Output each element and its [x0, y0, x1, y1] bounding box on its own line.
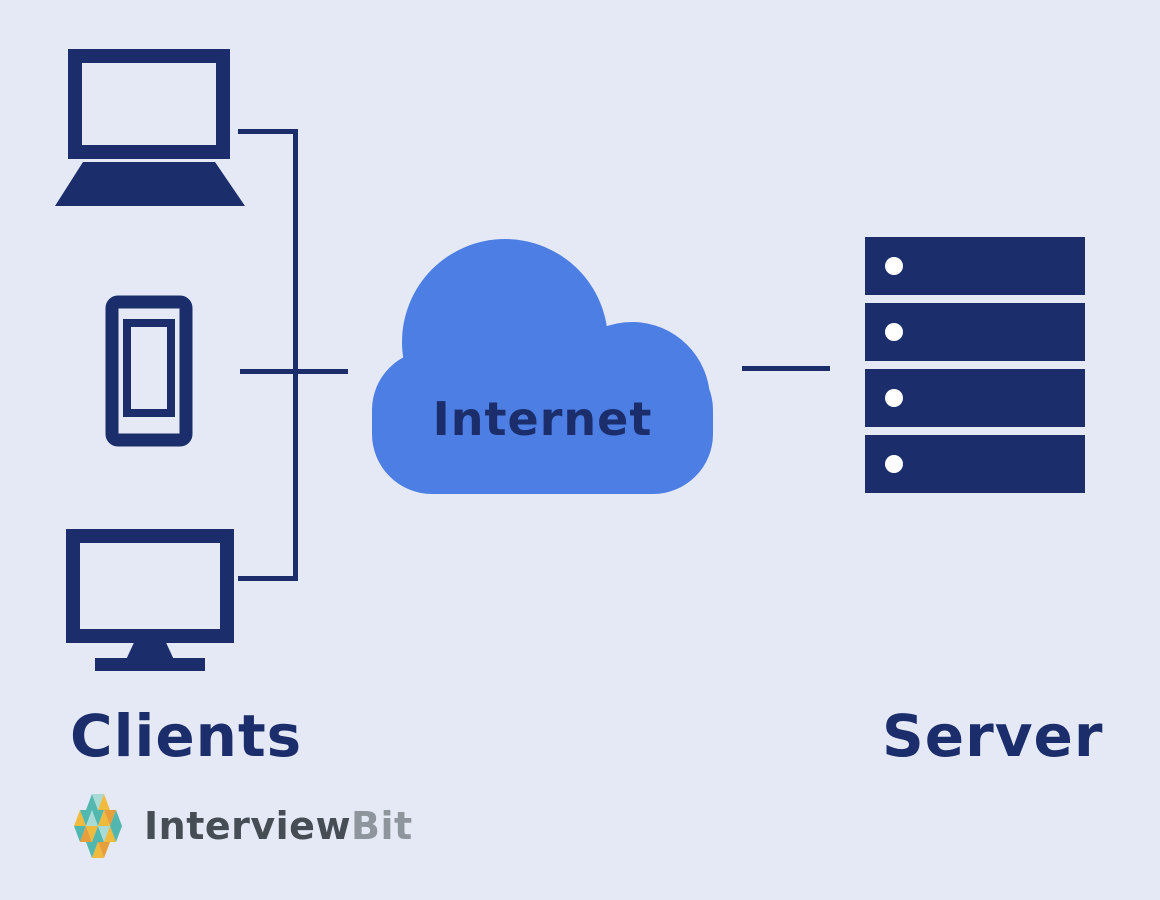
brand-logo-row: InterviewBit	[62, 790, 413, 862]
smartphone-icon	[105, 295, 193, 447]
server-unit	[865, 435, 1085, 493]
server-stack	[865, 237, 1085, 493]
interviewbit-logo-icon	[74, 794, 122, 858]
monitor-connector-line	[238, 576, 296, 581]
desktop-monitor-icon	[66, 529, 234, 671]
internet-cloud: Internet	[370, 232, 715, 494]
server-led-dot	[885, 257, 903, 275]
brand-wordmark: InterviewBit	[144, 804, 413, 848]
internet-label: Internet	[432, 392, 653, 446]
server-led-dot	[885, 389, 903, 407]
brand-name-secondary: Bit	[351, 804, 413, 848]
server-connector-line	[742, 366, 830, 371]
brand-name-primary: Interview	[144, 804, 352, 848]
laptop-connector-line	[238, 129, 296, 134]
server-led-dot	[885, 323, 903, 341]
laptop-icon	[55, 49, 245, 206]
server-unit	[865, 303, 1085, 361]
phone-connector-line	[240, 369, 348, 374]
server-unit	[865, 237, 1085, 295]
server-unit	[865, 369, 1085, 427]
server-label: Server	[882, 702, 1104, 770]
clients-label: Clients	[70, 702, 303, 770]
clients-bus-line	[293, 129, 298, 581]
server-led-dot	[885, 455, 903, 473]
cloud-icon	[372, 239, 713, 494]
